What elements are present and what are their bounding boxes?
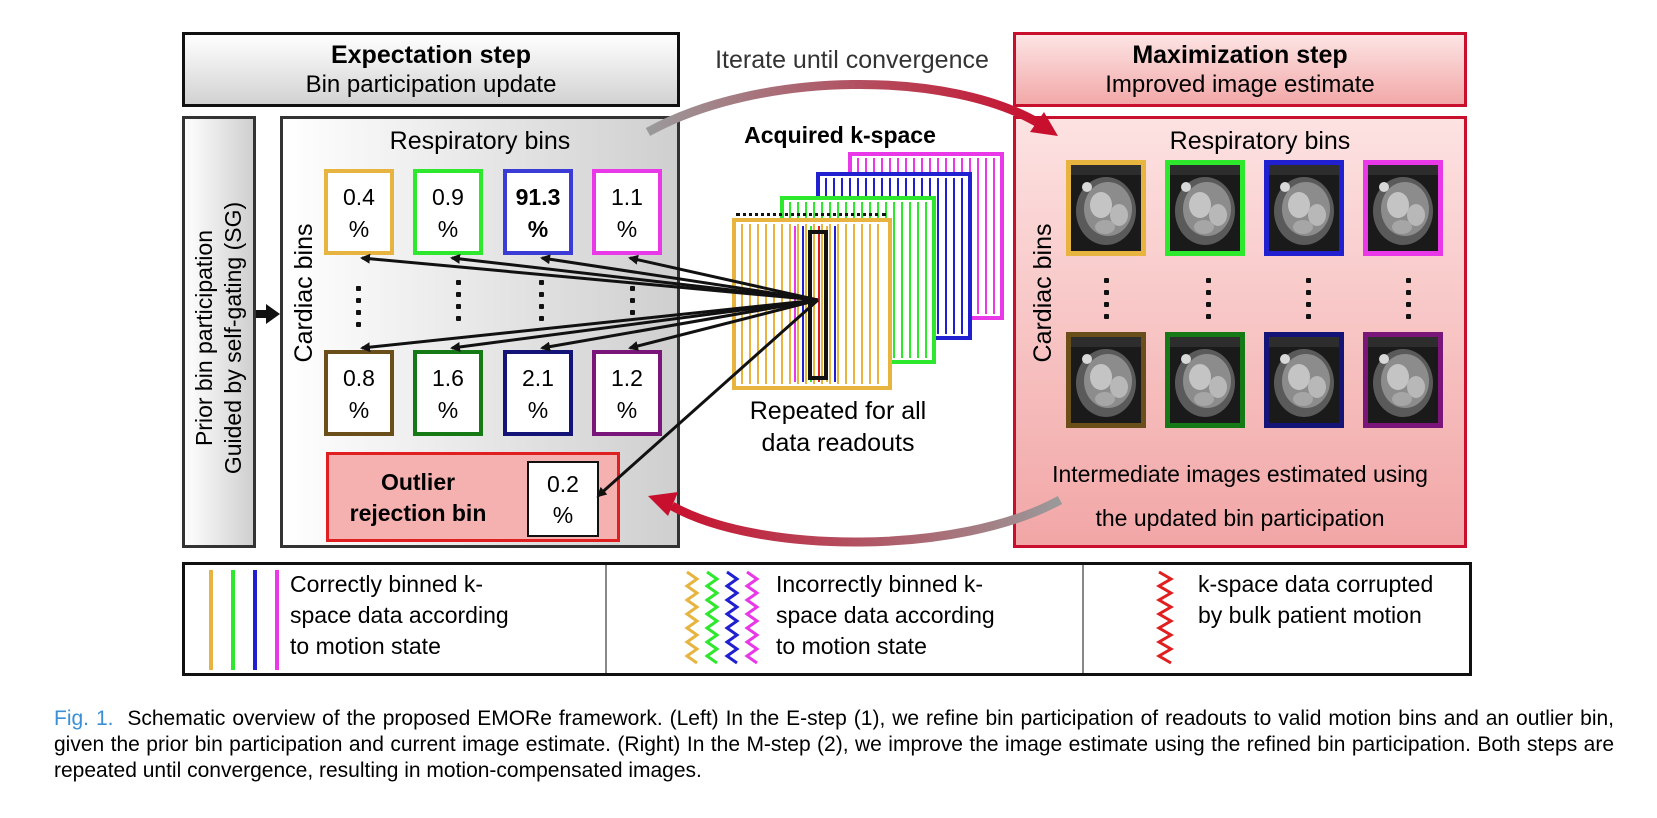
bin-bottom-3: 2.1%: [503, 350, 573, 436]
bin-unit: %: [348, 397, 370, 423]
bottom-image-4: [1363, 332, 1443, 428]
bin-top-4: 1.1%: [592, 169, 662, 255]
legend-text-line: space data according: [776, 602, 995, 628]
right-respiratory-bins-label: Respiratory bins: [1169, 127, 1351, 155]
prior-to-panel-arrow: [256, 304, 280, 324]
ellipsis-dots: [630, 286, 636, 322]
right-caption-line2: the updated bin participation: [1095, 505, 1385, 531]
left-respiratory-bins-label: Respiratory bins: [389, 127, 571, 155]
iterate-label: Iterate until convergence: [715, 46, 989, 74]
right-caption: Intermediate images estimated using the …: [1018, 452, 1462, 540]
outlier-rejection-bin: Outlier rejection bin 0.2 %: [326, 452, 620, 542]
bin-unit: %: [527, 397, 549, 423]
legend-correct-text: Correctly binned k- space data according…: [290, 569, 509, 662]
bin-value: 1.6: [432, 365, 464, 391]
bin-value: 1.1: [611, 184, 643, 210]
legend-text-line: Incorrectly binned k-: [776, 571, 984, 597]
kspace-repeat-line1: Repeated for all: [749, 397, 927, 425]
maximization-step-header: Maximization step Improved image estimat…: [1013, 32, 1467, 107]
figure-label: Fig. 1.: [54, 707, 114, 730]
top-image-4: [1363, 160, 1443, 256]
outlier-value-box: 0.2 %: [527, 461, 599, 537]
expectation-step-header: Expectation step Bin participation updat…: [182, 32, 680, 107]
legend-corrupted-zigzag-icon: [1156, 570, 1174, 665]
outlier-label-line1: Outlier: [380, 469, 456, 495]
bin-value: 2.1: [522, 365, 554, 391]
legend-text-line: by bulk patient motion: [1198, 602, 1422, 628]
ellipsis-dots: [1306, 278, 1312, 326]
legend-correct-lines-icon: [209, 570, 279, 670]
right-caption-line1: Intermediate images estimated using: [1052, 461, 1428, 487]
ellipsis-dots: [1104, 278, 1110, 326]
bin-unit: %: [527, 216, 549, 242]
outlier-label-line2: rejection bin: [349, 500, 487, 526]
bin-value: 91.3: [515, 184, 561, 210]
bottom-image-2: [1165, 332, 1245, 428]
right-cardiac-bins-label: Cardiac bins: [1029, 223, 1057, 363]
top-image-2: [1165, 160, 1245, 256]
ellipsis-dots: [1206, 278, 1212, 326]
bin-unit: %: [437, 397, 459, 423]
ellipsis-dots: [539, 280, 545, 328]
ellipsis-dots: [456, 280, 462, 328]
kspace-repeat-line2: data readouts: [761, 429, 915, 457]
prior-label-line1: Prior bin participation: [191, 229, 217, 447]
legend-text-line: k-space data corrupted: [1198, 571, 1434, 597]
bin-value: 0.8: [343, 365, 375, 391]
top-image-1: [1066, 160, 1146, 256]
kspace-title: Acquired k-space: [744, 122, 936, 148]
bin-value: 0.9: [432, 184, 464, 210]
bottom-image-3: [1264, 332, 1344, 428]
expectation-step-title: Expectation step: [330, 41, 532, 69]
legend-incorrect-zigzag-icon: [684, 570, 760, 665]
legend-text-line: Correctly binned k-: [290, 571, 484, 597]
bin-top-1: 0.4%: [324, 169, 394, 255]
bin-top-2: 0.9%: [413, 169, 483, 255]
bin-bottom-4: 1.2%: [592, 350, 662, 436]
iterate-arrow-bottom: [669, 496, 1063, 547]
prior-participation-panel: [182, 116, 256, 548]
kspace-frame-4: [732, 218, 892, 390]
legend-incorrect-text: Incorrectly binned k- space data accordi…: [776, 569, 995, 662]
prior-participation-label: Prior bin participation Guided by self-g…: [190, 128, 248, 548]
bin-unit: %: [616, 216, 638, 242]
bin-top-3: 91.3%: [503, 169, 573, 255]
figure-caption: Fig. 1. Schematic overview of the propos…: [54, 706, 1614, 784]
maximization-step-subtitle: Improved image estimate: [1105, 71, 1375, 98]
bin-value: 1.2: [611, 365, 643, 391]
outlier-unit: %: [552, 502, 574, 528]
bottom-image-1: [1066, 332, 1146, 428]
expectation-step-subtitle: Bin participation update: [305, 71, 557, 98]
bin-bottom-1: 0.8%: [324, 350, 394, 436]
legend-text-line: to motion state: [290, 633, 441, 659]
ellipsis-dots: [356, 286, 362, 334]
kspace-dotted-guide: [736, 213, 886, 216]
prior-label-line2: Guided by self-gating (SG): [220, 201, 246, 475]
legend-text-line: space data according: [290, 602, 509, 628]
legend-corrupted-text: k-space data corrupted by bulk patient m…: [1198, 569, 1433, 631]
legend-box: [182, 562, 1472, 676]
bin-unit: %: [348, 216, 370, 242]
maximization-step-title: Maximization step: [1132, 41, 1348, 69]
bin-unit: %: [437, 216, 459, 242]
bin-value: 0.4: [343, 184, 375, 210]
bin-unit: %: [616, 397, 638, 423]
top-image-3: [1264, 160, 1344, 256]
ellipsis-dots: [1406, 278, 1412, 326]
figure-caption-text: Schematic overview of the proposed EMORe…: [54, 707, 1615, 782]
kspace-repeat-label: Repeated for all data readouts: [718, 395, 958, 459]
legend-text-line: to motion state: [776, 633, 927, 659]
left-cardiac-bins-label: Cardiac bins: [290, 223, 318, 363]
outlier-value: 0.2: [547, 471, 579, 497]
bin-bottom-2: 1.6%: [413, 350, 483, 436]
